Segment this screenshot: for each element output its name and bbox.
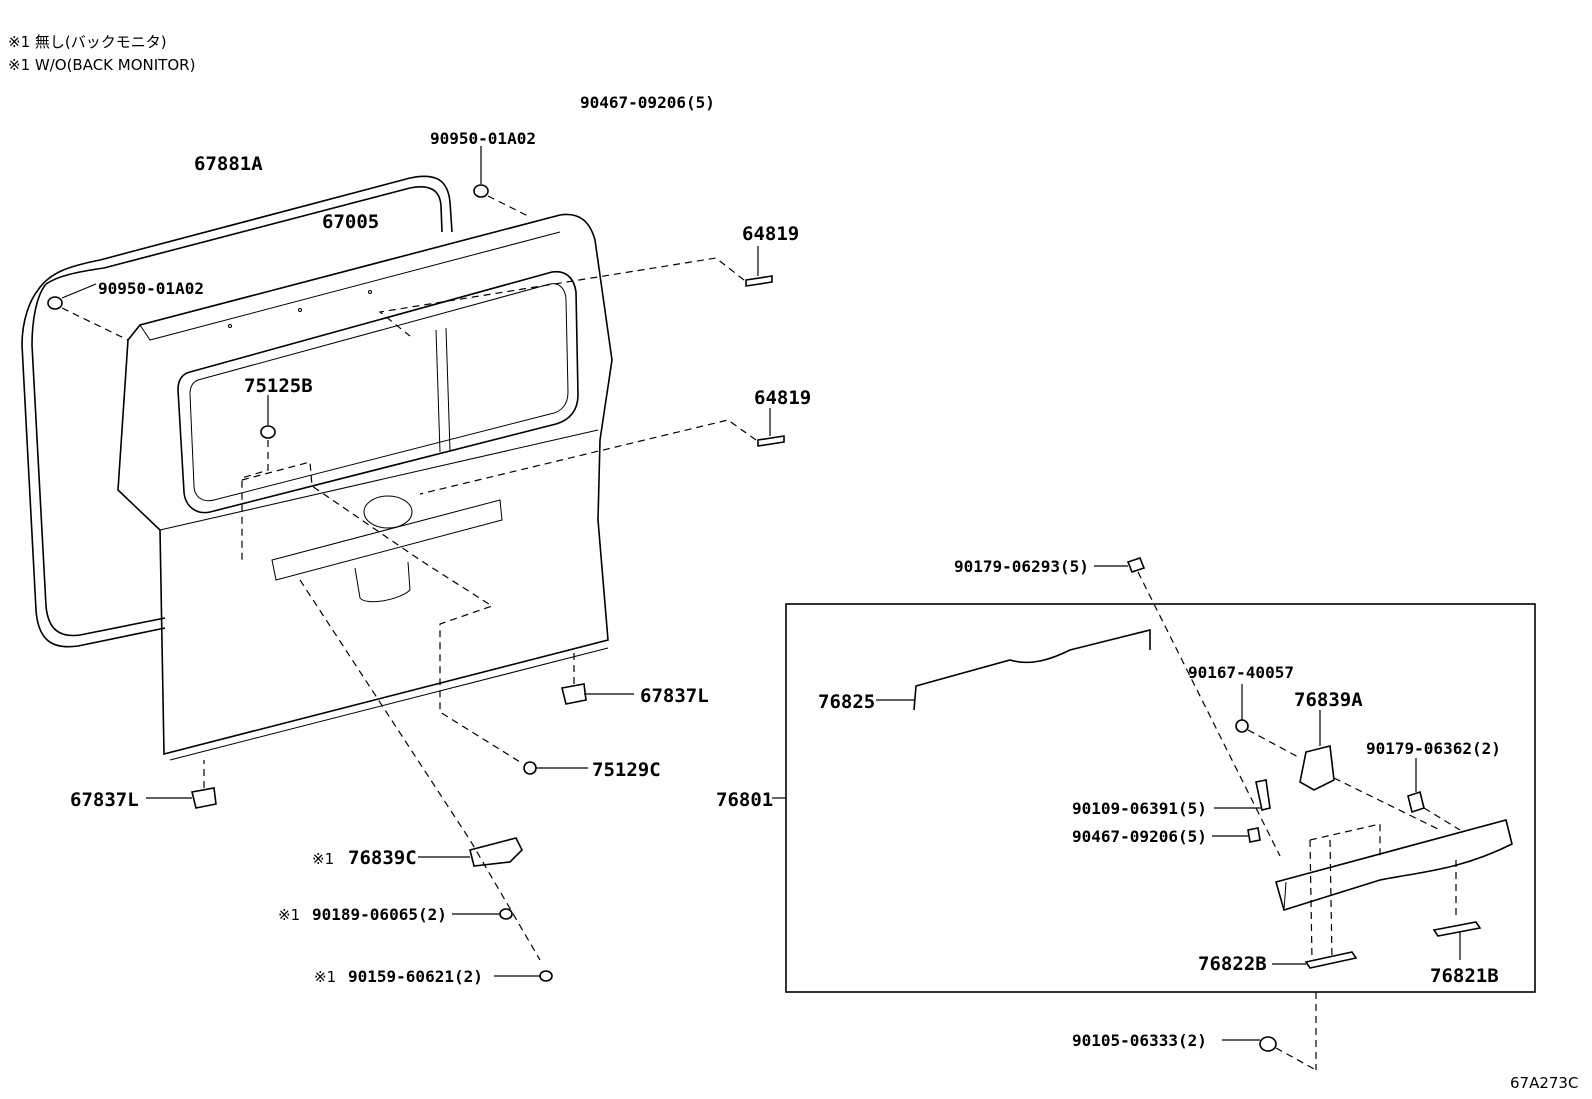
label-90105: 90105-06333(2)	[1072, 1031, 1207, 1050]
label-90179-06293: 90179-06293(5)	[954, 557, 1089, 576]
clip-90950-top	[473, 146, 529, 217]
garnish-bar	[1275, 819, 1513, 961]
label-90159: 90159-60621(2)	[348, 967, 483, 986]
note-en: ※1 W/O(BACK MONITOR)	[8, 56, 195, 74]
rod-76825	[876, 628, 1151, 711]
label-76839C: 76839C	[348, 847, 417, 869]
label-90109: 90109-06391(5)	[1072, 799, 1207, 818]
tape-64819-a	[378, 246, 773, 337]
bumper-67837L-right	[561, 650, 634, 705]
screw-90159	[494, 970, 553, 982]
label-90189: 90189-06065(2)	[312, 905, 447, 924]
clip-90950-left	[47, 283, 129, 341]
leader-75129C	[241, 461, 521, 763]
marker-90189: ※1	[278, 906, 300, 924]
label-76825: 76825	[818, 691, 875, 713]
label-67837L-right: 67837L	[640, 685, 709, 707]
bumper-67837L-left	[146, 760, 217, 809]
subassembly-box-76801	[785, 603, 1536, 993]
nut-90467-box	[1212, 827, 1261, 843]
tape-64819-b	[419, 408, 785, 495]
screw-90105	[1222, 992, 1317, 1071]
label-76839A: 76839A	[1294, 689, 1363, 711]
emblem-76822B	[1272, 951, 1358, 969]
label-67881A: 67881A	[194, 153, 263, 175]
note-jp: ※1 無し(バックモニタ)	[8, 33, 167, 51]
emblem-76821B	[1432, 921, 1482, 960]
stud-90109	[1214, 779, 1271, 811]
clip-90167-40057	[1235, 684, 1301, 759]
clip-90179-06362	[1407, 758, 1461, 831]
label-64819-a: 64819	[742, 223, 799, 245]
label-76821B: 76821B	[1430, 965, 1499, 987]
label-90467-top: 90467-09206(5)	[580, 93, 715, 112]
label-75125B: 75125B	[244, 375, 313, 397]
leader-76839C	[299, 579, 541, 961]
clip-75125B	[241, 395, 276, 560]
label-90179-06362: 90179-06362(2)	[1366, 739, 1501, 758]
marker-76839C: ※1	[312, 850, 334, 868]
label-67005: 67005	[322, 211, 379, 233]
catalog-code: 67A273C	[1510, 1074, 1578, 1092]
label-90467-box: 90467-09206(5)	[1072, 827, 1207, 846]
label-75129C: 75129C	[592, 759, 661, 781]
label-90950-top: 90950-01A02	[430, 129, 536, 148]
label-90167: 90167-40057	[1188, 663, 1294, 682]
clip-90179-06293	[1094, 557, 1281, 857]
label-90950-left: 90950-01A02	[98, 279, 204, 298]
grommet-75129C	[523, 761, 588, 775]
marker-90159: ※1	[314, 968, 336, 986]
bracket-76839C	[418, 837, 523, 867]
back-door-67005	[117, 213, 613, 761]
label-76801: 76801	[716, 789, 773, 811]
bracket-76839A	[1299, 710, 1441, 831]
screw-90189	[452, 908, 513, 920]
label-67837L-left: 67837L	[70, 789, 139, 811]
weatherstrip-67881A	[21, 175, 453, 648]
label-76822B: 76822B	[1198, 953, 1267, 975]
label-64819-b: 64819	[754, 387, 811, 409]
